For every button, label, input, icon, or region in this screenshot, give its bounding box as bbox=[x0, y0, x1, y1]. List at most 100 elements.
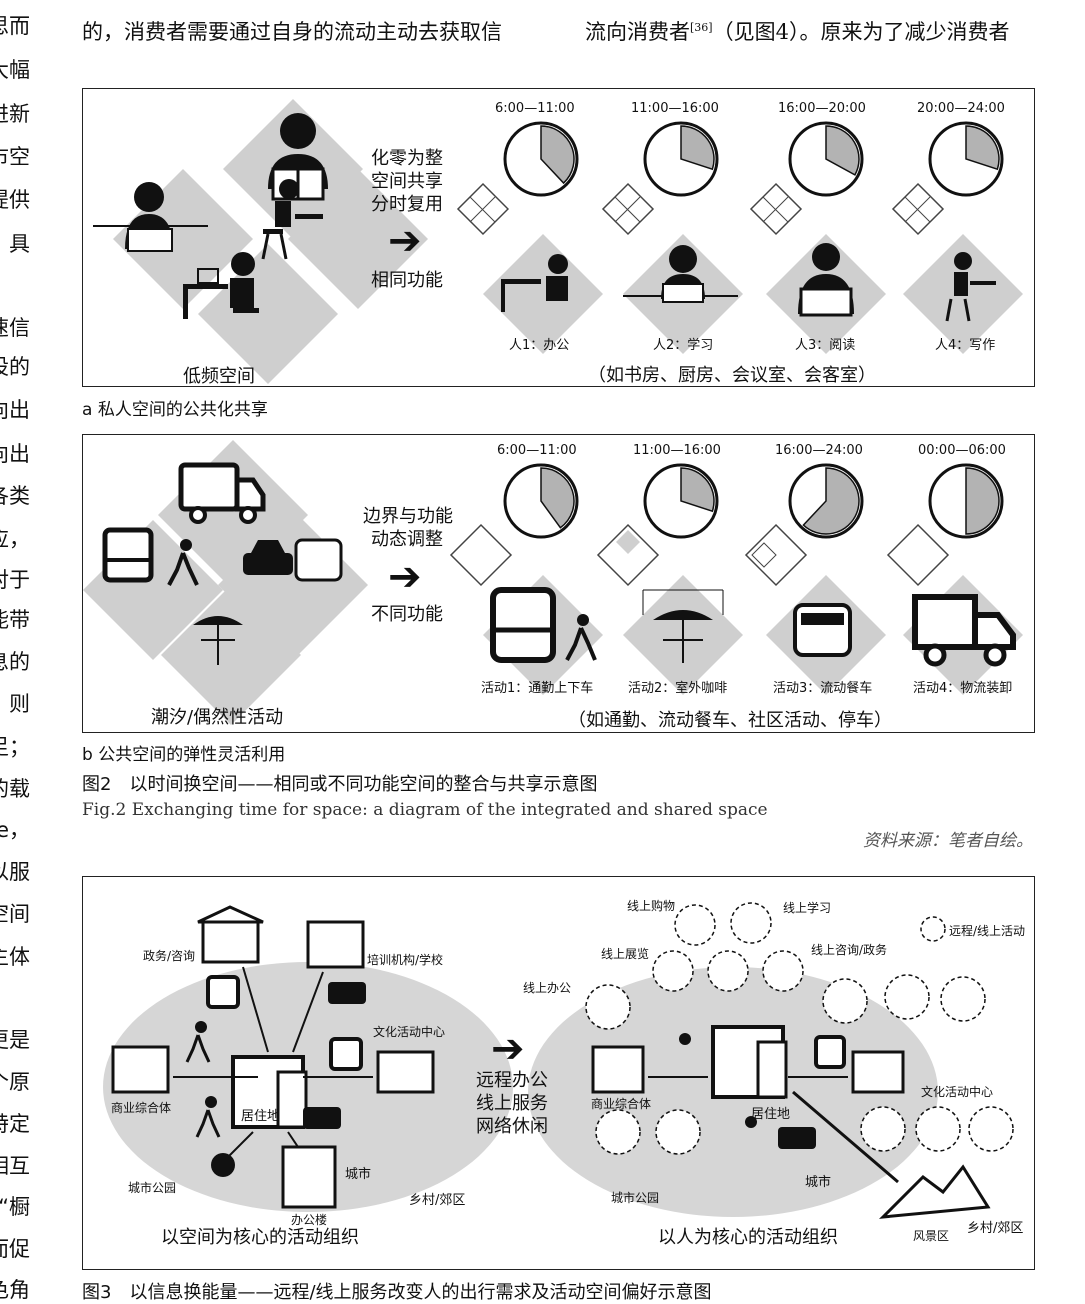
clock-sector bbox=[802, 467, 860, 535]
label-culture: 文化活动中心 bbox=[373, 1025, 446, 1039]
left-text-line: 大幅 bbox=[0, 58, 30, 82]
left-text-line: 应， bbox=[0, 527, 30, 551]
fig2b-caption: b 公共空间的弹性灵活利用 bbox=[82, 745, 286, 765]
time-label: 20:00—24:00 bbox=[917, 101, 1005, 116]
diamond-group bbox=[749, 182, 803, 236]
activity-label: 活动2：室外咖啡 bbox=[628, 681, 728, 696]
clock-sector bbox=[680, 467, 715, 513]
label-city-right: 城市 bbox=[805, 1175, 832, 1190]
label-park: 城市公园 bbox=[128, 1181, 177, 1195]
fig3-panel: ➔ 政务/咨询 bbox=[82, 876, 1035, 1270]
fig2a-center-line2: 空间共享 bbox=[371, 171, 443, 192]
fig3-illustration: ➔ bbox=[103, 902, 1014, 1219]
fig2-caption-cn: 图2 以时间换空间——相同或不同功能空间的整合与共享示意图 bbox=[82, 774, 598, 795]
left-text-line: 足； bbox=[0, 735, 30, 759]
left-text-line: 更是 bbox=[0, 1028, 30, 1052]
left-text-line: 向出 bbox=[0, 398, 30, 422]
time-label: 00:00—06:00 bbox=[918, 443, 1006, 458]
fig2a-panel: ➔ 化零为整 bbox=[82, 88, 1035, 387]
clock-icon bbox=[503, 463, 579, 539]
label-school: 培训机构/学校 bbox=[367, 953, 444, 967]
person-label: 人2：学习 bbox=[653, 338, 714, 353]
clock-icon bbox=[643, 463, 719, 539]
fig3-center-line3: 网络休闲 bbox=[476, 1116, 548, 1137]
citation-ref: [36] bbox=[690, 21, 713, 34]
left-text-line: 主体 bbox=[0, 945, 30, 969]
label-online-consult: 线上咨询/政务 bbox=[811, 943, 888, 957]
time-label: 6:00—11:00 bbox=[497, 443, 577, 458]
fig2b-left-label: 潮汐/偶然性活动 bbox=[151, 707, 284, 728]
clock-sector bbox=[965, 467, 1000, 535]
label-home-right: 居住地 bbox=[751, 1107, 791, 1122]
left-text-line: 个原 bbox=[0, 1070, 30, 1094]
clock-icon bbox=[788, 121, 864, 197]
fig3-right-title: 以人为核心的活动组织 bbox=[658, 1227, 838, 1248]
fig3-center-line1: 远程办公 bbox=[476, 1070, 548, 1091]
left-text-line: 以服 bbox=[0, 860, 30, 884]
fig2b-examples: （如通勤、流动餐车、社区活动、停车） bbox=[568, 710, 892, 731]
label-online-learning: 线上学习 bbox=[783, 901, 832, 915]
diamond-group bbox=[601, 182, 655, 236]
time-label: 11:00—16:00 bbox=[631, 101, 719, 116]
fig2b-panel: ➔ 边界与功能 动态调整 不同功能 潮汐/偶然性活动 6:00—11:00 1 bbox=[82, 434, 1035, 733]
svg-text:➔: ➔ bbox=[388, 218, 422, 264]
label-rural-right: 乡村/郊区 bbox=[967, 1221, 1024, 1236]
left-text-line: 思而 bbox=[0, 14, 30, 38]
fig2b-center-line2: 动态调整 bbox=[371, 529, 443, 550]
label-legend: 远程/线上活动 bbox=[949, 924, 1026, 938]
left-text-line: 空间 bbox=[0, 902, 30, 926]
person-label: 人3：阅读 bbox=[795, 338, 856, 353]
fig2b-center-sub: 不同功能 bbox=[371, 604, 443, 625]
left-text-line: 提供 bbox=[0, 188, 30, 212]
left-text-line: ，具 bbox=[0, 232, 30, 256]
label-city: 城市 bbox=[345, 1167, 372, 1182]
left-text-line: 息的 bbox=[0, 650, 30, 674]
left-text-line: 速信 bbox=[0, 316, 30, 340]
left-text-line: 的载 bbox=[0, 777, 30, 801]
fig3-left-title: 以空间为核心的活动组织 bbox=[161, 1227, 359, 1248]
clock-icon bbox=[928, 121, 1004, 197]
clock-icon bbox=[643, 121, 719, 197]
fig2a-left-label: 低频空间 bbox=[183, 366, 255, 387]
label-rural: 乡村/郊区 bbox=[409, 1193, 466, 1208]
label-office: 办公楼 bbox=[291, 1213, 328, 1227]
fig2a-caption: a 私人空间的公共化共享 bbox=[82, 400, 268, 420]
activity-label: 活动3：流动餐车 bbox=[773, 681, 873, 696]
left-text-line: ，则 bbox=[0, 692, 30, 716]
label-park-right: 城市公园 bbox=[611, 1191, 660, 1205]
fig2b-left-illustration: ➔ bbox=[83, 440, 1023, 725]
left-text-line: 市空 bbox=[0, 145, 30, 169]
diamond-tile bbox=[288, 169, 428, 309]
svg-text:➔: ➔ bbox=[491, 1026, 525, 1072]
left-text-line: 对于 bbox=[0, 568, 30, 592]
label-scenic: 风景区 bbox=[913, 1229, 950, 1243]
body-text-right-tail: （见图4）。原来为了减少消费者 bbox=[712, 20, 1010, 44]
fig3-center-line2: 线上服务 bbox=[476, 1093, 548, 1114]
fig2-caption-en: Fig.2 Exchanging time for space: a diagr… bbox=[82, 800, 768, 820]
activity-label: 活动4：物流装卸 bbox=[913, 681, 1013, 696]
person-label: 人4：写作 bbox=[935, 338, 996, 353]
label-mall-right: 商业综合体 bbox=[591, 1097, 652, 1111]
diamond-group bbox=[891, 182, 945, 236]
person-label: 人1：办公 bbox=[509, 338, 570, 353]
left-text-line: 能带 bbox=[0, 608, 30, 632]
left-text-line: 进新 bbox=[0, 102, 30, 126]
left-text-line: 色角 bbox=[0, 1278, 30, 1302]
diamond-group bbox=[456, 182, 510, 236]
label-home: 居住地 bbox=[241, 1109, 281, 1124]
left-text-line: 设的 bbox=[0, 355, 30, 379]
time-label: 11:00—16:00 bbox=[633, 443, 721, 458]
fig2a-center-sub: 相同功能 bbox=[371, 270, 443, 291]
fig3-caption: 图3 以信息换能量——远程/线上服务改变人的出行需求及活动空间偏好示意图 bbox=[82, 1282, 712, 1303]
left-text-line: 特定 bbox=[0, 1112, 30, 1136]
fig2a-examples: （如书房、厨房、会议室、会客室） bbox=[588, 365, 876, 386]
left-text-line: ce， bbox=[0, 818, 30, 842]
fig2a-center-line1: 化零为整 bbox=[371, 148, 443, 169]
clock-sector bbox=[540, 125, 575, 185]
label-gov: 政务/咨询 bbox=[143, 949, 196, 963]
label-online-shopping: 线上购物 bbox=[627, 899, 676, 913]
time-label: 16:00—24:00 bbox=[775, 443, 863, 458]
time-label: 6:00—11:00 bbox=[495, 101, 575, 116]
body-text-right-main: 流向消费者 bbox=[585, 20, 690, 44]
clock-icon bbox=[788, 463, 864, 539]
